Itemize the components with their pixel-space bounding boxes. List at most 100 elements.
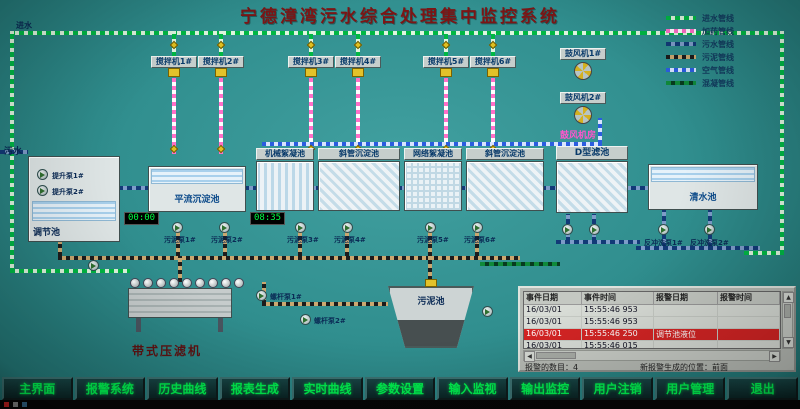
menu-history-curve[interactable]: 历史曲线	[147, 377, 218, 400]
tank-body	[466, 161, 544, 211]
legend-row: 混凝管线	[666, 77, 796, 90]
menu-alarm-system[interactable]: 报警系统	[74, 377, 146, 400]
pipe-inlet-main	[10, 31, 642, 35]
tank-mechanical-flocculation: 机械絮凝池	[256, 148, 314, 212]
alarm-cell: 15:55:46 015	[582, 341, 654, 348]
mixer-3-motor-icon[interactable]	[305, 68, 317, 77]
lift-pump-1-icon[interactable]	[37, 169, 48, 180]
mud-pump-4-icon[interactable]	[342, 222, 353, 233]
alarm-cell: 16/03/01	[524, 341, 582, 348]
tank-horizontal-sed-label: 平流沉淀池	[174, 195, 220, 205]
pipe-dosing-6	[491, 78, 495, 154]
menu-main-screen[interactable]: 主界面	[2, 377, 73, 400]
tank-regulating: 提升泵1# 提升泵2# 调节池	[28, 156, 120, 242]
pipe-backwash-main	[636, 246, 760, 250]
alarm-vscrollbar[interactable]: ▲ ▼	[782, 291, 794, 349]
mud-pump-2-icon[interactable]	[219, 222, 230, 233]
press-rollers	[130, 278, 244, 288]
taskbar[interactable]	[0, 400, 800, 409]
mixer-5-motor-icon[interactable]	[440, 68, 452, 77]
mud-pump-6-icon[interactable]	[472, 222, 483, 233]
taskbar-start-icon[interactable]	[4, 402, 9, 407]
alarm-col-header[interactable]: 事件日期	[524, 292, 582, 304]
alarm-cell	[654, 341, 718, 348]
taskbar-icon[interactable]	[22, 402, 27, 407]
mixer-6-motor-icon[interactable]	[487, 68, 499, 77]
screw-pump-2-label: 螺杆泵2#	[314, 317, 346, 325]
mixer-4-label[interactable]: 搅拌机4#	[335, 56, 381, 68]
alarm-cell	[718, 305, 780, 316]
pump-icon[interactable]	[482, 306, 493, 317]
menu-report-generate[interactable]: 报表生成	[219, 377, 291, 400]
backwash-pump-2-icon[interactable]	[704, 224, 715, 235]
mud-pump-3-icon[interactable]	[295, 222, 306, 233]
pipe-sludge-to-press	[178, 256, 182, 282]
menu-output-monitor[interactable]: 输出监控	[509, 377, 581, 400]
tank-clear-water: 清水池	[648, 164, 758, 210]
mixer-3-label[interactable]: 搅拌机3#	[288, 56, 334, 68]
tank-grid-floc-label: 网络絮凝池	[404, 148, 462, 160]
menu-parameter-settings[interactable]: 参数设置	[364, 377, 436, 400]
blower-1-label[interactable]: 鼓风机1#	[560, 48, 606, 60]
tank-inclined-sedimentation-2: 斜管沉淀池	[466, 148, 544, 212]
alarm-hscrollbar[interactable]: ◀ ▶	[523, 350, 781, 362]
menu-realtime-curve[interactable]: 实时曲线	[292, 377, 363, 400]
screw-pump-1-icon[interactable]	[256, 290, 267, 301]
screw-pump-2-icon[interactable]	[300, 314, 311, 325]
legend-line-coagulation	[666, 81, 696, 85]
blower-2-label[interactable]: 鼓风机2#	[560, 92, 606, 104]
legend-label: 污泥管线	[702, 53, 734, 62]
tank-body	[556, 161, 628, 213]
pump-icon[interactable]	[88, 260, 99, 271]
alarm-col-header[interactable]: 报警时间	[718, 292, 780, 304]
mixer-5-label[interactable]: 搅拌机5#	[423, 56, 469, 68]
alarm-row[interactable]: 16/03/01 15:55:46 953	[524, 305, 780, 317]
legend-line-dosing	[666, 29, 696, 33]
menu-bar: 主界面 报警系统 历史曲线 报表生成 实时曲线 参数设置 输入监视 输出监控 用…	[0, 377, 800, 400]
pipe-dosing-2	[219, 78, 223, 154]
mud-pump-5-icon[interactable]	[425, 222, 436, 233]
menu-input-monitor[interactable]: 输入监视	[437, 377, 508, 400]
taskbar-icon[interactable]	[13, 402, 18, 407]
blower-1-fan-icon[interactable]	[574, 62, 592, 80]
tank-regulating-label: 调节池	[33, 228, 61, 238]
alarm-table-header[interactable]: 事件日期 事件时间 报警日期 报警时间	[524, 292, 780, 305]
alarm-col-header[interactable]: 事件时间	[582, 292, 654, 304]
sludge-mixer-motor-icon[interactable]	[425, 279, 437, 287]
pipe-sludge-to-tank	[428, 256, 432, 288]
alarm-cell	[718, 329, 780, 340]
mixer-6-label[interactable]: 搅拌机6#	[470, 56, 516, 68]
sludge-tank: 污泥池	[388, 279, 474, 348]
alarm-cell	[654, 317, 718, 328]
alarm-row-active[interactable]: 16/03/01 15:55:46 250 调节池液位	[524, 329, 780, 341]
alarm-table[interactable]: 事件日期 事件时间 报警日期 报警时间 16/03/01 15:55:46 95…	[523, 291, 781, 349]
mixer-2-motor-icon[interactable]	[215, 68, 227, 77]
backwash-pump-1-icon[interactable]	[658, 224, 669, 235]
menu-user-logout[interactable]: 用户注销	[582, 377, 653, 400]
legend-line-sludge	[666, 55, 696, 59]
belt-filter-press[interactable]	[128, 278, 244, 338]
blower-2-fan-icon[interactable]	[574, 106, 592, 124]
alarm-col-header[interactable]: 报警日期	[654, 292, 718, 304]
lift-pump-2-icon[interactable]	[37, 185, 48, 196]
legend-line-inlet	[666, 16, 696, 20]
tank-inclined-sedimentation-1: 斜管沉淀池	[318, 148, 400, 212]
tank-clear-water-label: 清水池	[689, 193, 717, 203]
mixer-2-label[interactable]: 搅拌机2#	[198, 56, 244, 68]
menu-exit[interactable]: 退出	[727, 377, 799, 400]
mud-pump-1-icon[interactable]	[172, 222, 183, 233]
alarm-row[interactable]: 16/03/01 15:55:46 015	[524, 341, 780, 348]
filter-pump-icon[interactable]	[589, 224, 600, 235]
mixer-4-motor-icon[interactable]	[352, 68, 364, 77]
vscroll-thumb[interactable]	[784, 304, 791, 318]
alarm-cell: 16/03/01	[524, 329, 582, 340]
mixer-1-motor-icon[interactable]	[168, 68, 180, 77]
hscroll-thumb[interactable]	[536, 352, 576, 359]
alarm-row[interactable]: 16/03/01 15:55:46 953	[524, 317, 780, 329]
menu-user-management[interactable]: 用户管理	[654, 377, 726, 400]
sewage-label: 污水	[4, 147, 23, 157]
sludge-tank-body	[388, 286, 474, 348]
filter-pump-icon[interactable]	[562, 224, 573, 235]
legend-label: 混凝管线	[702, 79, 734, 88]
mixer-1-label[interactable]: 搅拌机1#	[151, 56, 197, 68]
